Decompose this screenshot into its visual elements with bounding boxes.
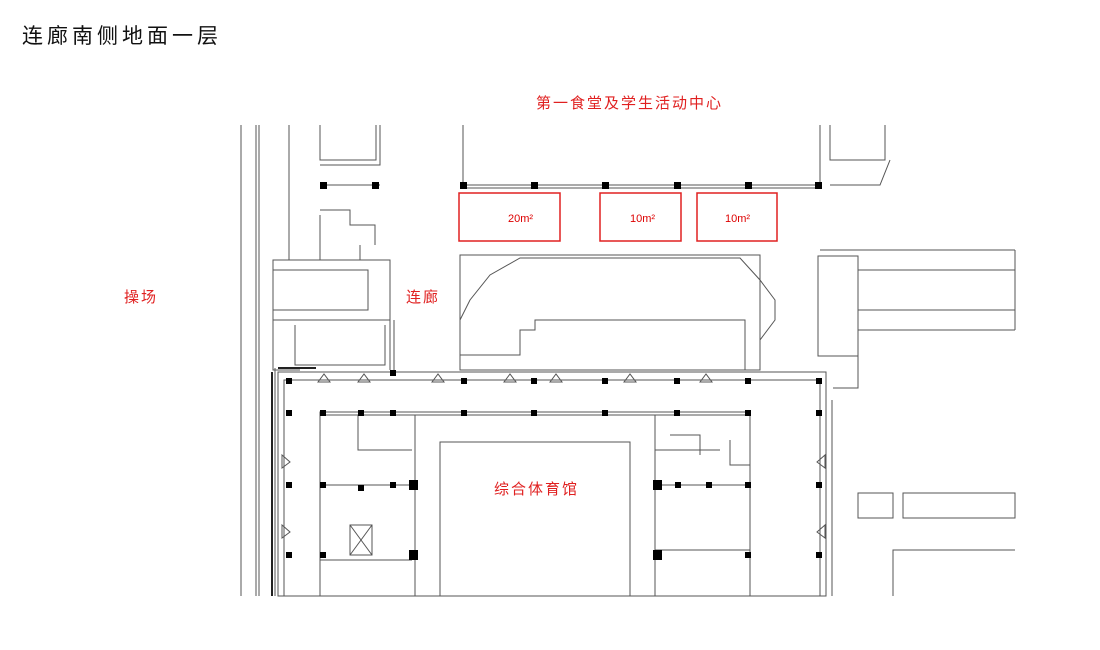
corridor-label: 连廊: [406, 288, 441, 306]
booth-3-outline: [696, 192, 778, 242]
playground-label: 操场: [124, 288, 159, 306]
page-title: 连廊南侧地面一层: [22, 24, 222, 48]
canteen-label: 第一食堂及学生活动中心: [536, 94, 724, 112]
booth-2-area: 10m²: [630, 213, 655, 225]
booth-3-area: 10m²: [725, 213, 750, 225]
booth-2-outline: [599, 192, 682, 242]
booth-1-area: 20m²: [508, 213, 533, 225]
gym-label: 综合体育馆: [494, 480, 580, 498]
booth-1-outline: [458, 192, 561, 242]
